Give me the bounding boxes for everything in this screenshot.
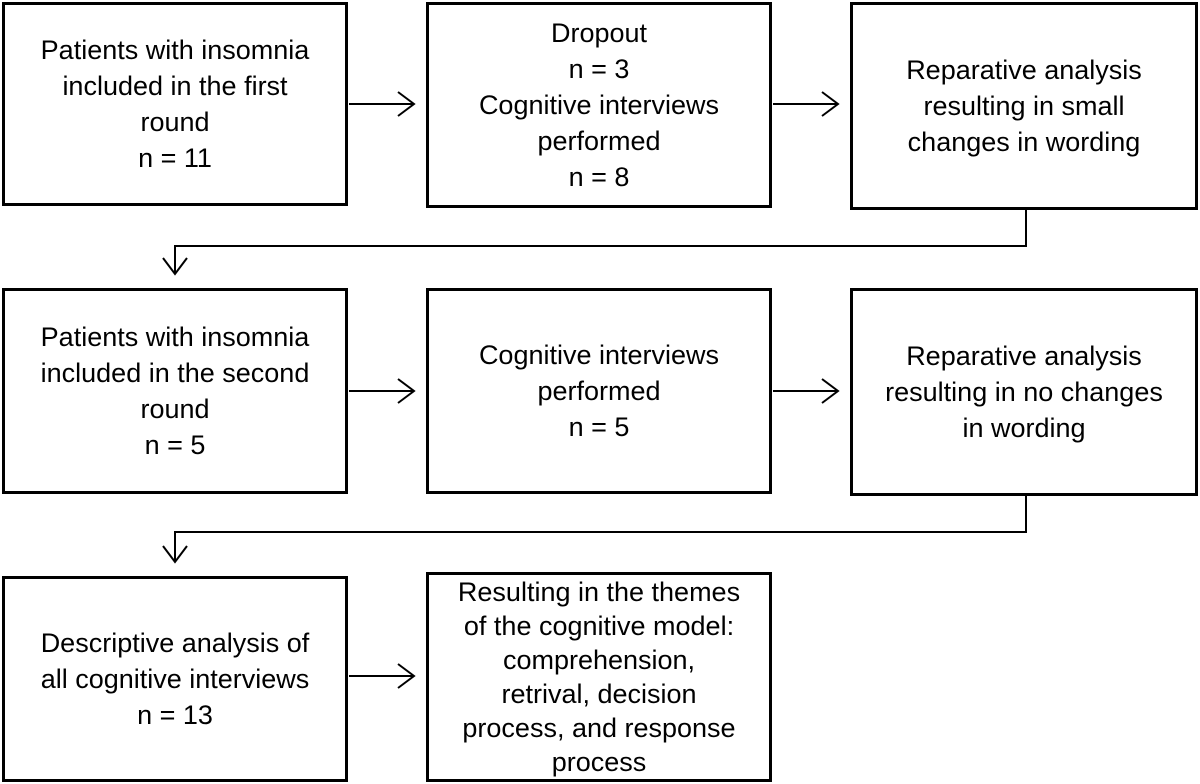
box-resulting-themes: Resulting in the themes of the cognitive… xyxy=(426,572,772,782)
box-text-line: of the cognitive model: xyxy=(463,611,735,641)
arrow-r2-c1-to-c2 xyxy=(349,378,416,404)
box-text-line: Patients with insomnia xyxy=(40,322,310,352)
box-text-line: n = 3 xyxy=(568,54,630,84)
arrow-r2-c2-to-c3 xyxy=(773,378,840,404)
box-text-line: performed xyxy=(537,376,661,406)
box-text-line: n = 5 xyxy=(144,430,206,460)
box-text-line: Cognitive interviews xyxy=(478,90,720,120)
box-dropout-interviews: Dropout n = 3 Cognitive interviews perfo… xyxy=(426,2,772,208)
box-text-line: performed xyxy=(537,126,661,156)
arrow-r3-c1-to-c2 xyxy=(349,663,416,689)
box-text-line: Resulting in the themes xyxy=(457,577,741,607)
box-text-line: Reparative analysis xyxy=(906,55,1142,85)
box-patients-first-round: Patients with insomnia included in the f… xyxy=(2,2,348,206)
box-text-line: process, and response xyxy=(462,713,736,743)
box-text-line: n = 5 xyxy=(568,412,630,442)
box-reparative-analysis-no-changes: Reparative analysis resulting in no chan… xyxy=(850,288,1198,496)
box-text-line: changes in wording xyxy=(907,127,1141,157)
box-descriptive-analysis: Descriptive analysis of all cognitive in… xyxy=(2,576,348,782)
box-text-line: Reparative analysis xyxy=(906,341,1142,371)
arrow-row1-to-row2 xyxy=(162,210,1027,276)
box-text-line: Descriptive analysis of xyxy=(40,628,310,658)
box-text-line: n = 13 xyxy=(137,700,213,730)
box-text-line: comprehension, xyxy=(502,645,696,675)
box-text-line: process xyxy=(551,747,647,777)
arrow-row2-to-row3 xyxy=(162,496,1027,564)
box-text-line: included in the second xyxy=(40,358,310,388)
arrow-r1-c2-to-c3 xyxy=(773,91,840,117)
box-cognitive-interviews-second: Cognitive interviews performed n = 5 xyxy=(426,288,772,494)
box-patients-second-round: Patients with insomnia included in the s… xyxy=(2,288,348,494)
box-text-line: round xyxy=(140,394,210,424)
box-text-line: resulting in no changes xyxy=(885,377,1163,407)
box-text-line: round xyxy=(140,107,210,137)
box-text-line: included in the first xyxy=(62,71,288,101)
box-text-line: resulting in small xyxy=(923,91,1125,121)
arrow-r1-c1-to-c2 xyxy=(349,91,416,117)
box-text-line: Cognitive interviews xyxy=(478,340,720,370)
box-text-line: n = 11 xyxy=(138,143,212,173)
box-text-line: Patients with insomnia xyxy=(40,35,310,65)
box-text-line: all cognitive interviews xyxy=(40,664,310,694)
box-text-line: retrival, decision xyxy=(501,679,697,709)
box-text-line: in wording xyxy=(962,413,1086,443)
box-text-line: n = 8 xyxy=(568,162,630,192)
box-reparative-analysis-small-changes: Reparative analysis resulting in small c… xyxy=(850,2,1198,210)
box-text-line: Dropout xyxy=(550,18,648,48)
